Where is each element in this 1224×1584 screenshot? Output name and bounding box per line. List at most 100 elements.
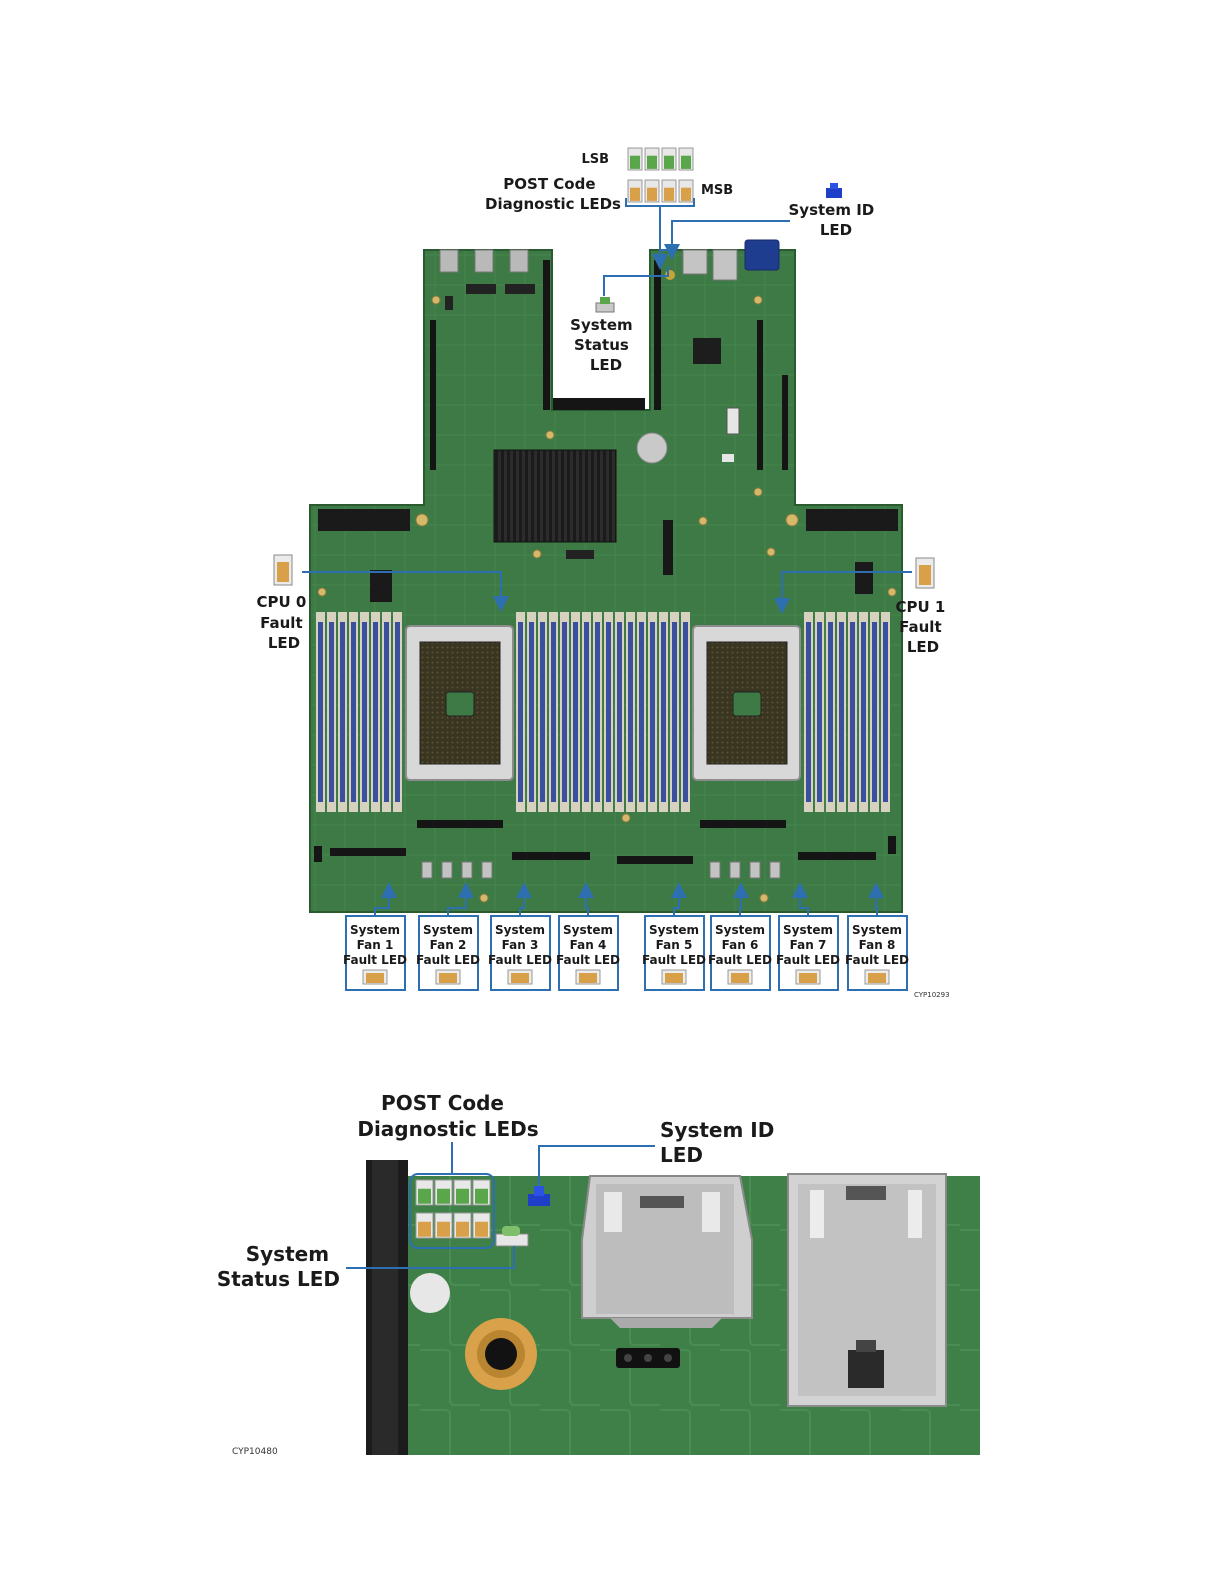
dimm-slot-body (562, 622, 567, 802)
fan-callout-text: System (563, 923, 613, 937)
dimm-slot-body (672, 622, 677, 802)
post-code-led-lens (664, 187, 674, 201)
post-code-led-lens (681, 155, 691, 169)
cpu1-fault-led-icon (915, 557, 935, 589)
fan-connectors (421, 861, 781, 879)
fan-callout-text: Fan 4 (570, 938, 607, 952)
fan-callout-line (447, 882, 474, 916)
dimm-slot-body (817, 622, 822, 802)
zoom-rj45-left (581, 1175, 753, 1328)
zoom-system-status-label: System Status LED (217, 1242, 340, 1291)
fan-fault-led-lens (799, 973, 817, 983)
fan-callout-text: System (350, 923, 400, 937)
dimm-slots-right (804, 612, 890, 812)
fan-callout-text: Fan 8 (859, 938, 896, 952)
figure2-code: CYP10480 (232, 1447, 278, 1457)
fan-callout-text: Fan 3 (502, 938, 539, 952)
fan-callout-text: Fault LED (845, 953, 909, 967)
post-code-led-lens (475, 1188, 488, 1204)
fan-callout-line (868, 882, 884, 916)
system-id-callout-line (664, 220, 790, 260)
mounting-holes (317, 295, 897, 903)
post-code-led-lens (647, 155, 657, 169)
zoom-post-code-label: POST Code Diagnostic LEDs (357, 1091, 538, 1141)
system-status-callout-line (603, 266, 669, 296)
fan-callout-line (792, 882, 809, 916)
post-code-led-lens (630, 155, 640, 169)
dimm-slot-body (318, 622, 323, 802)
fan-fault-led-lens (511, 973, 529, 983)
dimm-slot-body (828, 622, 833, 802)
dimm-slot-body (384, 622, 389, 802)
fan-callout-text: Fault LED (488, 953, 552, 967)
system-id-label: System ID LED (789, 201, 880, 239)
fan-callout-text: Fan 7 (790, 938, 827, 952)
fan-callout-text: Fan 1 (357, 938, 394, 952)
fan-callout-text: Fault LED (556, 953, 620, 967)
zoom-system-id-led (528, 1186, 550, 1206)
dimm-slot-body (395, 622, 400, 802)
fan-fault-led-lens (731, 973, 749, 983)
fan-fault-led-lens (579, 973, 597, 983)
fan-callout-text: System (852, 923, 902, 937)
cpu1-fault-label: CPU 1 Fault LED (895, 598, 950, 656)
fan-callout-text: System (783, 923, 833, 937)
dimm-slot-body (373, 622, 378, 802)
dimm-slot-body (518, 622, 523, 802)
post-code-led-lens (418, 1188, 431, 1204)
post-code-led-lens (475, 1221, 488, 1237)
post-code-led-lens (664, 155, 674, 169)
fan-callout-text: Fault LED (776, 953, 840, 967)
zoom-rj45-right (787, 1173, 947, 1407)
fan-fault-led-lens (665, 973, 683, 983)
dimm-slot-body (628, 622, 633, 802)
fan-callout-text: Fault LED (343, 953, 407, 967)
post-code-led-lens (647, 187, 657, 201)
dimm-slot-body (872, 622, 877, 802)
dimm-slot-body (595, 622, 600, 802)
dimm-slot-body (639, 622, 644, 802)
cpu0-fault-led-icon (273, 554, 293, 586)
cpu0-callout-line (302, 571, 509, 612)
zoom-system-status-led (495, 1226, 529, 1247)
figure2: POST Code Diagnostic LEDs System ID LED … (217, 1091, 980, 1457)
dimm-slot-body (340, 622, 345, 802)
zoom-system-status-callout-line (346, 1246, 515, 1269)
zoom-system-id-label: System ID LED (660, 1118, 781, 1167)
dimm-slot-body (683, 622, 688, 802)
pch-heatsink (493, 449, 617, 543)
fan-callout-line (516, 882, 532, 916)
fan-callout-line (733, 882, 749, 916)
fan-callout-text: Fan 6 (722, 938, 759, 952)
riser-slots (430, 260, 788, 470)
zoom-post-code-led-array (415, 1179, 491, 1239)
zoom-pin-header (616, 1348, 680, 1368)
dimm-slot-body (617, 622, 622, 802)
fan-callout-text: Fault LED (416, 953, 480, 967)
msb-label: MSB (701, 183, 733, 198)
fan-callout-text: System (495, 923, 545, 937)
dimm-slot-body (329, 622, 334, 802)
dimm-slot-body (883, 622, 888, 802)
dimm-slot-body (351, 622, 356, 802)
dimm-slot-body (362, 622, 367, 802)
cpu1-socket (692, 625, 801, 781)
system-status-led-icon (595, 297, 615, 313)
fan-callout-text: Fault LED (642, 953, 706, 967)
fan-callout-text: System (423, 923, 473, 937)
bmc-chip (693, 338, 721, 364)
bottom-connectors (314, 820, 896, 864)
fan-callout-text: System (715, 923, 765, 937)
cpu0-socket (405, 625, 514, 781)
fan-callout-text: Fan 5 (656, 938, 693, 952)
post-code-label: POST Code Diagnostic LEDs (485, 175, 621, 213)
fan-callout-line (671, 882, 687, 916)
system-id-led-icon (826, 183, 842, 198)
fan-callout-text: System (649, 923, 699, 937)
